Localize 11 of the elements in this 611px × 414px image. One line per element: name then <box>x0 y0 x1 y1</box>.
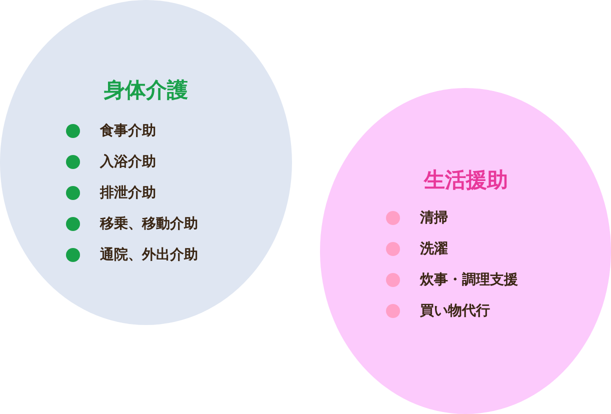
list-item: 炊事・調理支援 <box>420 271 518 289</box>
list-item: 通院、外出介助 <box>100 246 198 264</box>
list-item: 洗濯 <box>420 240 448 258</box>
list-item: 食事介助 <box>100 122 156 140</box>
list-item: 清掃 <box>420 209 448 227</box>
heading: 生活援助 <box>424 167 508 194</box>
list-item: 買い物代行 <box>420 302 490 320</box>
list-item: 移乗、移動介助 <box>100 215 198 233</box>
heading: 身体介護 <box>104 77 188 104</box>
list-item: 排泄介助 <box>100 184 156 202</box>
list-item: 入浴介助 <box>100 153 156 171</box>
